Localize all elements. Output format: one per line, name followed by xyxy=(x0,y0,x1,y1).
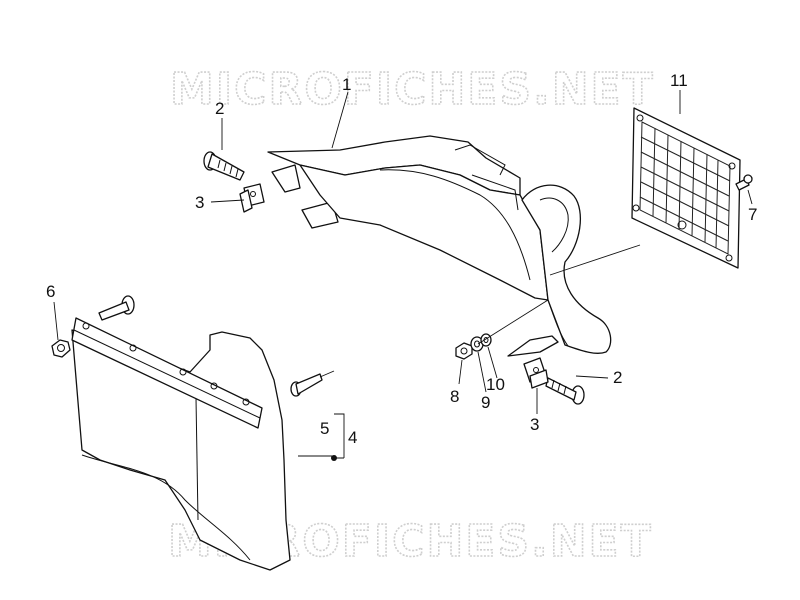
mudflap-mounting-bar xyxy=(71,317,263,429)
screw-part-2-lower xyxy=(545,377,585,405)
nut-part-8 xyxy=(455,342,473,360)
callout-5: 5 xyxy=(320,419,329,438)
callout-2-upper: 2 xyxy=(215,99,224,118)
callout-labels: 1 2 3 6 11 7 2 8 9 10 3 5 4 xyxy=(46,71,757,447)
clip-nut-part-3-upper xyxy=(239,183,265,213)
callout-10: 10 xyxy=(486,375,505,394)
license-plate-panel xyxy=(631,107,741,269)
callout-3-upper: 3 xyxy=(195,193,204,212)
callout-11: 11 xyxy=(670,71,688,90)
callout-8: 8 xyxy=(450,387,459,406)
nut-part-6 xyxy=(51,339,71,358)
mudflap xyxy=(71,329,291,571)
rear-fender-body xyxy=(267,135,612,357)
callout-4: 4 xyxy=(348,428,357,447)
callout-6: 6 xyxy=(46,282,55,301)
callout-7: 7 xyxy=(748,205,757,224)
screw-part-2-upper xyxy=(203,151,245,181)
screw-part-7 xyxy=(735,174,753,191)
mudflap-bolt xyxy=(98,295,135,321)
callout-3-lower: 3 xyxy=(530,415,539,434)
leader-lines xyxy=(53,90,753,461)
rivet-part-5 xyxy=(290,370,335,397)
callout-9: 9 xyxy=(481,393,490,412)
clip-nut-part-3-lower xyxy=(523,357,549,389)
callout-1: 1 xyxy=(342,75,351,94)
watermark-top: MICROFICHES.NET xyxy=(170,64,655,115)
callout-2-lower: 2 xyxy=(613,368,622,387)
washer-part-10 xyxy=(480,333,492,347)
